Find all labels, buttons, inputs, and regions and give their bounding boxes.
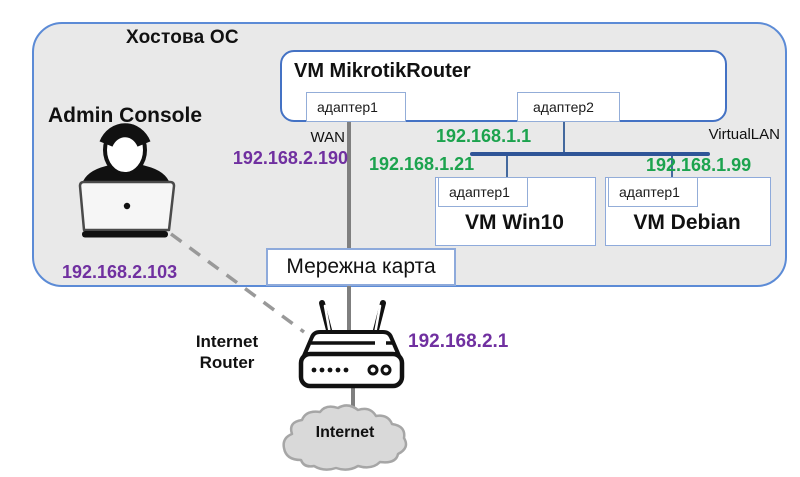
virtual-lan-bus xyxy=(470,152,710,156)
internet-cloud-label: Internet xyxy=(315,424,375,441)
win10-bus-connector xyxy=(506,156,508,177)
router-internet-cable xyxy=(351,384,355,422)
internet-router-label-line2: Router xyxy=(199,353,255,372)
virtual-lan-label: VirtualLAN xyxy=(708,126,780,143)
internet-router-label: Internet Router xyxy=(162,331,292,373)
vlan-gateway-ip: 192.168.1.1 xyxy=(436,126,532,146)
host-os-title: Хостова ОС xyxy=(126,27,239,48)
wan-ip: 192.168.2.190 xyxy=(232,148,348,168)
admin-console-ip: 192.168.2.103 xyxy=(62,262,178,282)
network-card-box: Мережна карта xyxy=(266,248,456,286)
vm-win10-title: VM Win10 xyxy=(465,211,564,234)
internet-router-label-line1: Internet xyxy=(195,332,259,351)
internet-router-icon xyxy=(298,300,405,389)
internet-router-ip: 192.168.2.1 xyxy=(408,331,509,352)
mikrotik-adapter2-box: адаптер2 xyxy=(517,92,620,122)
wan-cable-middle xyxy=(347,283,351,336)
wan-label: WAN xyxy=(310,129,345,146)
wan-cable-upper xyxy=(347,121,351,250)
admin-console-icon xyxy=(78,123,176,238)
debian-bus-connector xyxy=(671,156,673,177)
win10-adapter1-box: адаптер1 xyxy=(438,177,528,207)
debian-adapter1-box: адаптер1 xyxy=(608,177,698,207)
mikrotik-adapter1-box: адаптер1 xyxy=(306,92,406,122)
vm-mikrotik-title: VM MikrotikRouter xyxy=(294,60,471,82)
admin-console-label: Admin Console xyxy=(48,104,203,127)
internet-cloud-icon xyxy=(282,404,408,471)
adapter2-bus-connector xyxy=(563,122,565,152)
vm-win10-ip: 192.168.1.21 xyxy=(369,154,475,174)
vm-debian-ip: 192.168.1.99 xyxy=(646,155,752,175)
vm-debian-title: VM Debian xyxy=(633,211,741,234)
